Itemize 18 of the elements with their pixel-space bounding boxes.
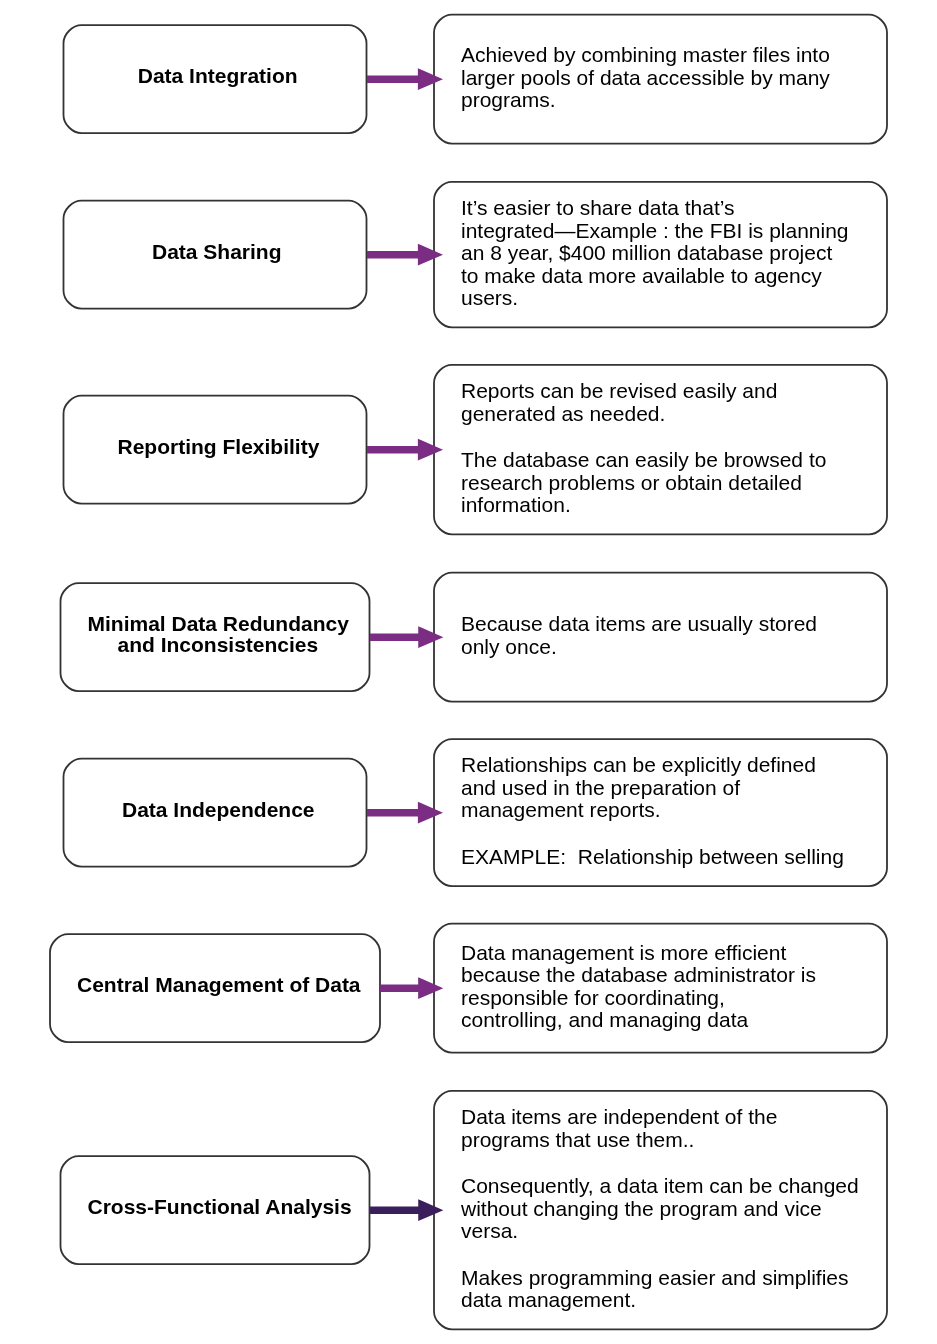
node-box: Data Integration <box>62 24 368 135</box>
node-box: Data Independence <box>62 757 368 868</box>
node-box: Cross-Functional Analysis <box>59 1155 371 1266</box>
node-box: Data Sharing <box>62 199 368 310</box>
node-box: Minimal Data Redundancy and Inconsistencies <box>59 582 371 693</box>
arrow <box>366 801 443 824</box>
node-box: Data items are independent of the programs that use them.. Consequently, a data item can be changed without changing the program and vice versa. Makes programming easier and simplifies data management. <box>433 1090 888 1331</box>
arrow <box>366 438 443 461</box>
arrow <box>366 243 443 266</box>
node-box: Relationships can be explicitly defined and used in the preparation of management reports. EXAMPLE: Relationship between selling <box>433 738 888 888</box>
node-box: Because data items are usually stored only once. <box>433 571 888 703</box>
node-box: Central Management of Data <box>49 933 381 1044</box>
node-box: Data management is more efficient because the database administrator is responsible for coordinating, controlling, and managing data <box>433 922 888 1054</box>
node-box: It’s easier to share data that’s integrated—Example : the FBI is planning an 8 year, $400 million database project to make data more available to agency users. <box>433 180 888 329</box>
node-box: Achieved by combining master files into larger pools of data accessible by many programs. <box>433 13 888 145</box>
arrow <box>366 68 443 91</box>
node-box: Reporting Flexibility <box>62 394 368 505</box>
node-box: Reports can be revised easily and generated as needed. The database can easily be browsed to research problems or obtain detailed information. <box>433 363 888 536</box>
